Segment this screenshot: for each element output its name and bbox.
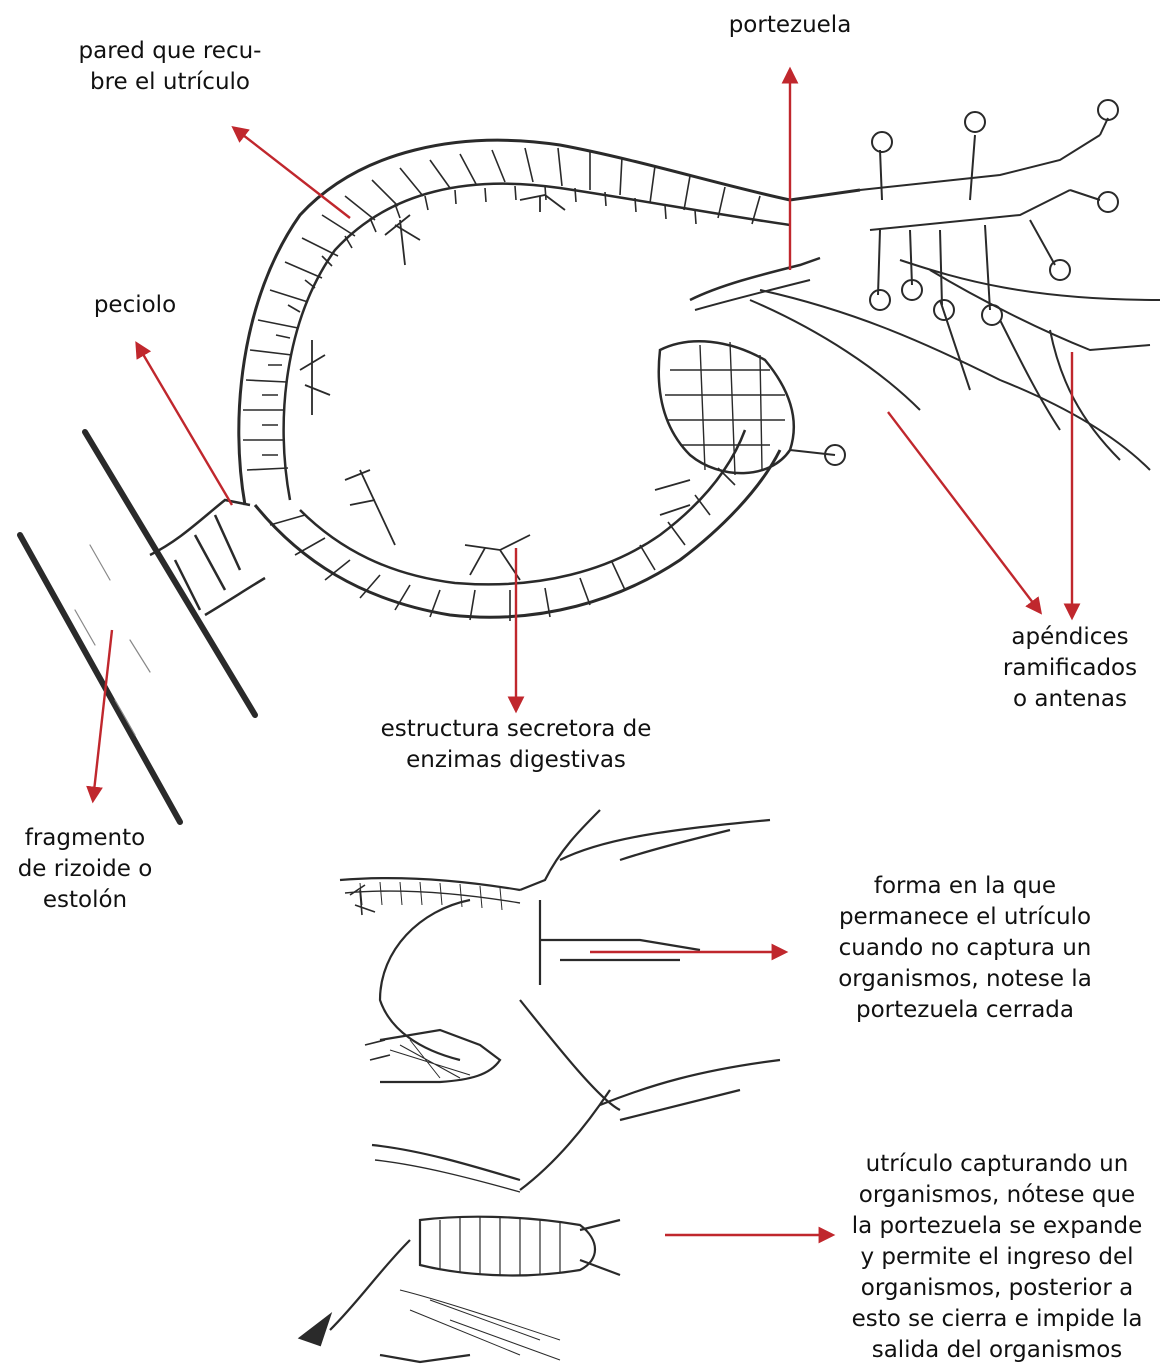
label-fragmento: fragmento de rizoide o estolón [0, 823, 170, 916]
label-capturando-line-3: la portezuela se expande [830, 1211, 1164, 1242]
label-peciolo: peciolo [55, 290, 215, 321]
label-capturando: utrículo capturando un organismos, nótes… [830, 1149, 1164, 1366]
label-forma-line-3: cuando no captura un [800, 933, 1130, 964]
label-portezuela: portezuela [690, 10, 890, 41]
stolon-drawing [20, 432, 255, 822]
label-capturando-line-1: utrículo capturando un [830, 1149, 1164, 1180]
label-apendices: apéndices ramificados o antenas [975, 622, 1165, 715]
label-portezuela-line-1: portezuela [690, 10, 890, 41]
label-capturando-line-2: organismos, nótese que [830, 1180, 1164, 1211]
arrow-fragmento [93, 630, 112, 800]
label-pared-line-1: pared que recu- [40, 36, 300, 67]
label-apendices-line-2: ramificados [975, 653, 1165, 684]
label-fragmento-line-1: fragmento [0, 823, 170, 854]
label-forma: forma en la que permanece el utrículo cu… [800, 871, 1130, 1026]
label-estructura-line-1: estructura secretora de [340, 714, 692, 745]
label-forma-line-2: permanece el utrículo [800, 902, 1130, 933]
label-apendices-line-3: o antenas [975, 684, 1165, 715]
arrow-peciolo [137, 344, 232, 505]
label-forma-line-5: portezuela cerrada [800, 995, 1130, 1026]
label-estructura: estructura secretora de enzimas digestiv… [340, 714, 692, 776]
capturing-utricle-drawing [300, 1060, 780, 1362]
utricle-drawing [239, 140, 860, 621]
label-apendices-line-1: apéndices [975, 622, 1165, 653]
label-capturando-line-4: y permite el ingreso del [830, 1242, 1164, 1273]
pointer-arrows [93, 70, 1072, 1235]
label-peciolo-line-1: peciolo [55, 290, 215, 321]
petiole-drawing [150, 500, 265, 615]
closed-utricle-drawing [340, 810, 770, 1110]
arrow-apendices-1 [888, 412, 1040, 612]
label-capturando-line-7: salida del organismos [830, 1335, 1164, 1366]
label-fragmento-line-2: de rizoide o [0, 854, 170, 885]
label-capturando-line-5: organismos, posterior a [830, 1273, 1164, 1304]
arrow-pared [234, 128, 350, 218]
label-estructura-line-2: enzimas digestivas [340, 745, 692, 776]
label-fragmento-line-3: estolón [0, 885, 170, 916]
label-capturando-line-6: esto se cierra e impide la [830, 1304, 1164, 1335]
antennae-drawing [750, 100, 1160, 470]
label-pared: pared que recu- bre el utrículo [40, 36, 300, 98]
label-forma-line-1: forma en la que [800, 871, 1130, 902]
label-pared-line-2: bre el utrículo [40, 67, 300, 98]
label-forma-line-4: organismos, notese la [800, 964, 1130, 995]
